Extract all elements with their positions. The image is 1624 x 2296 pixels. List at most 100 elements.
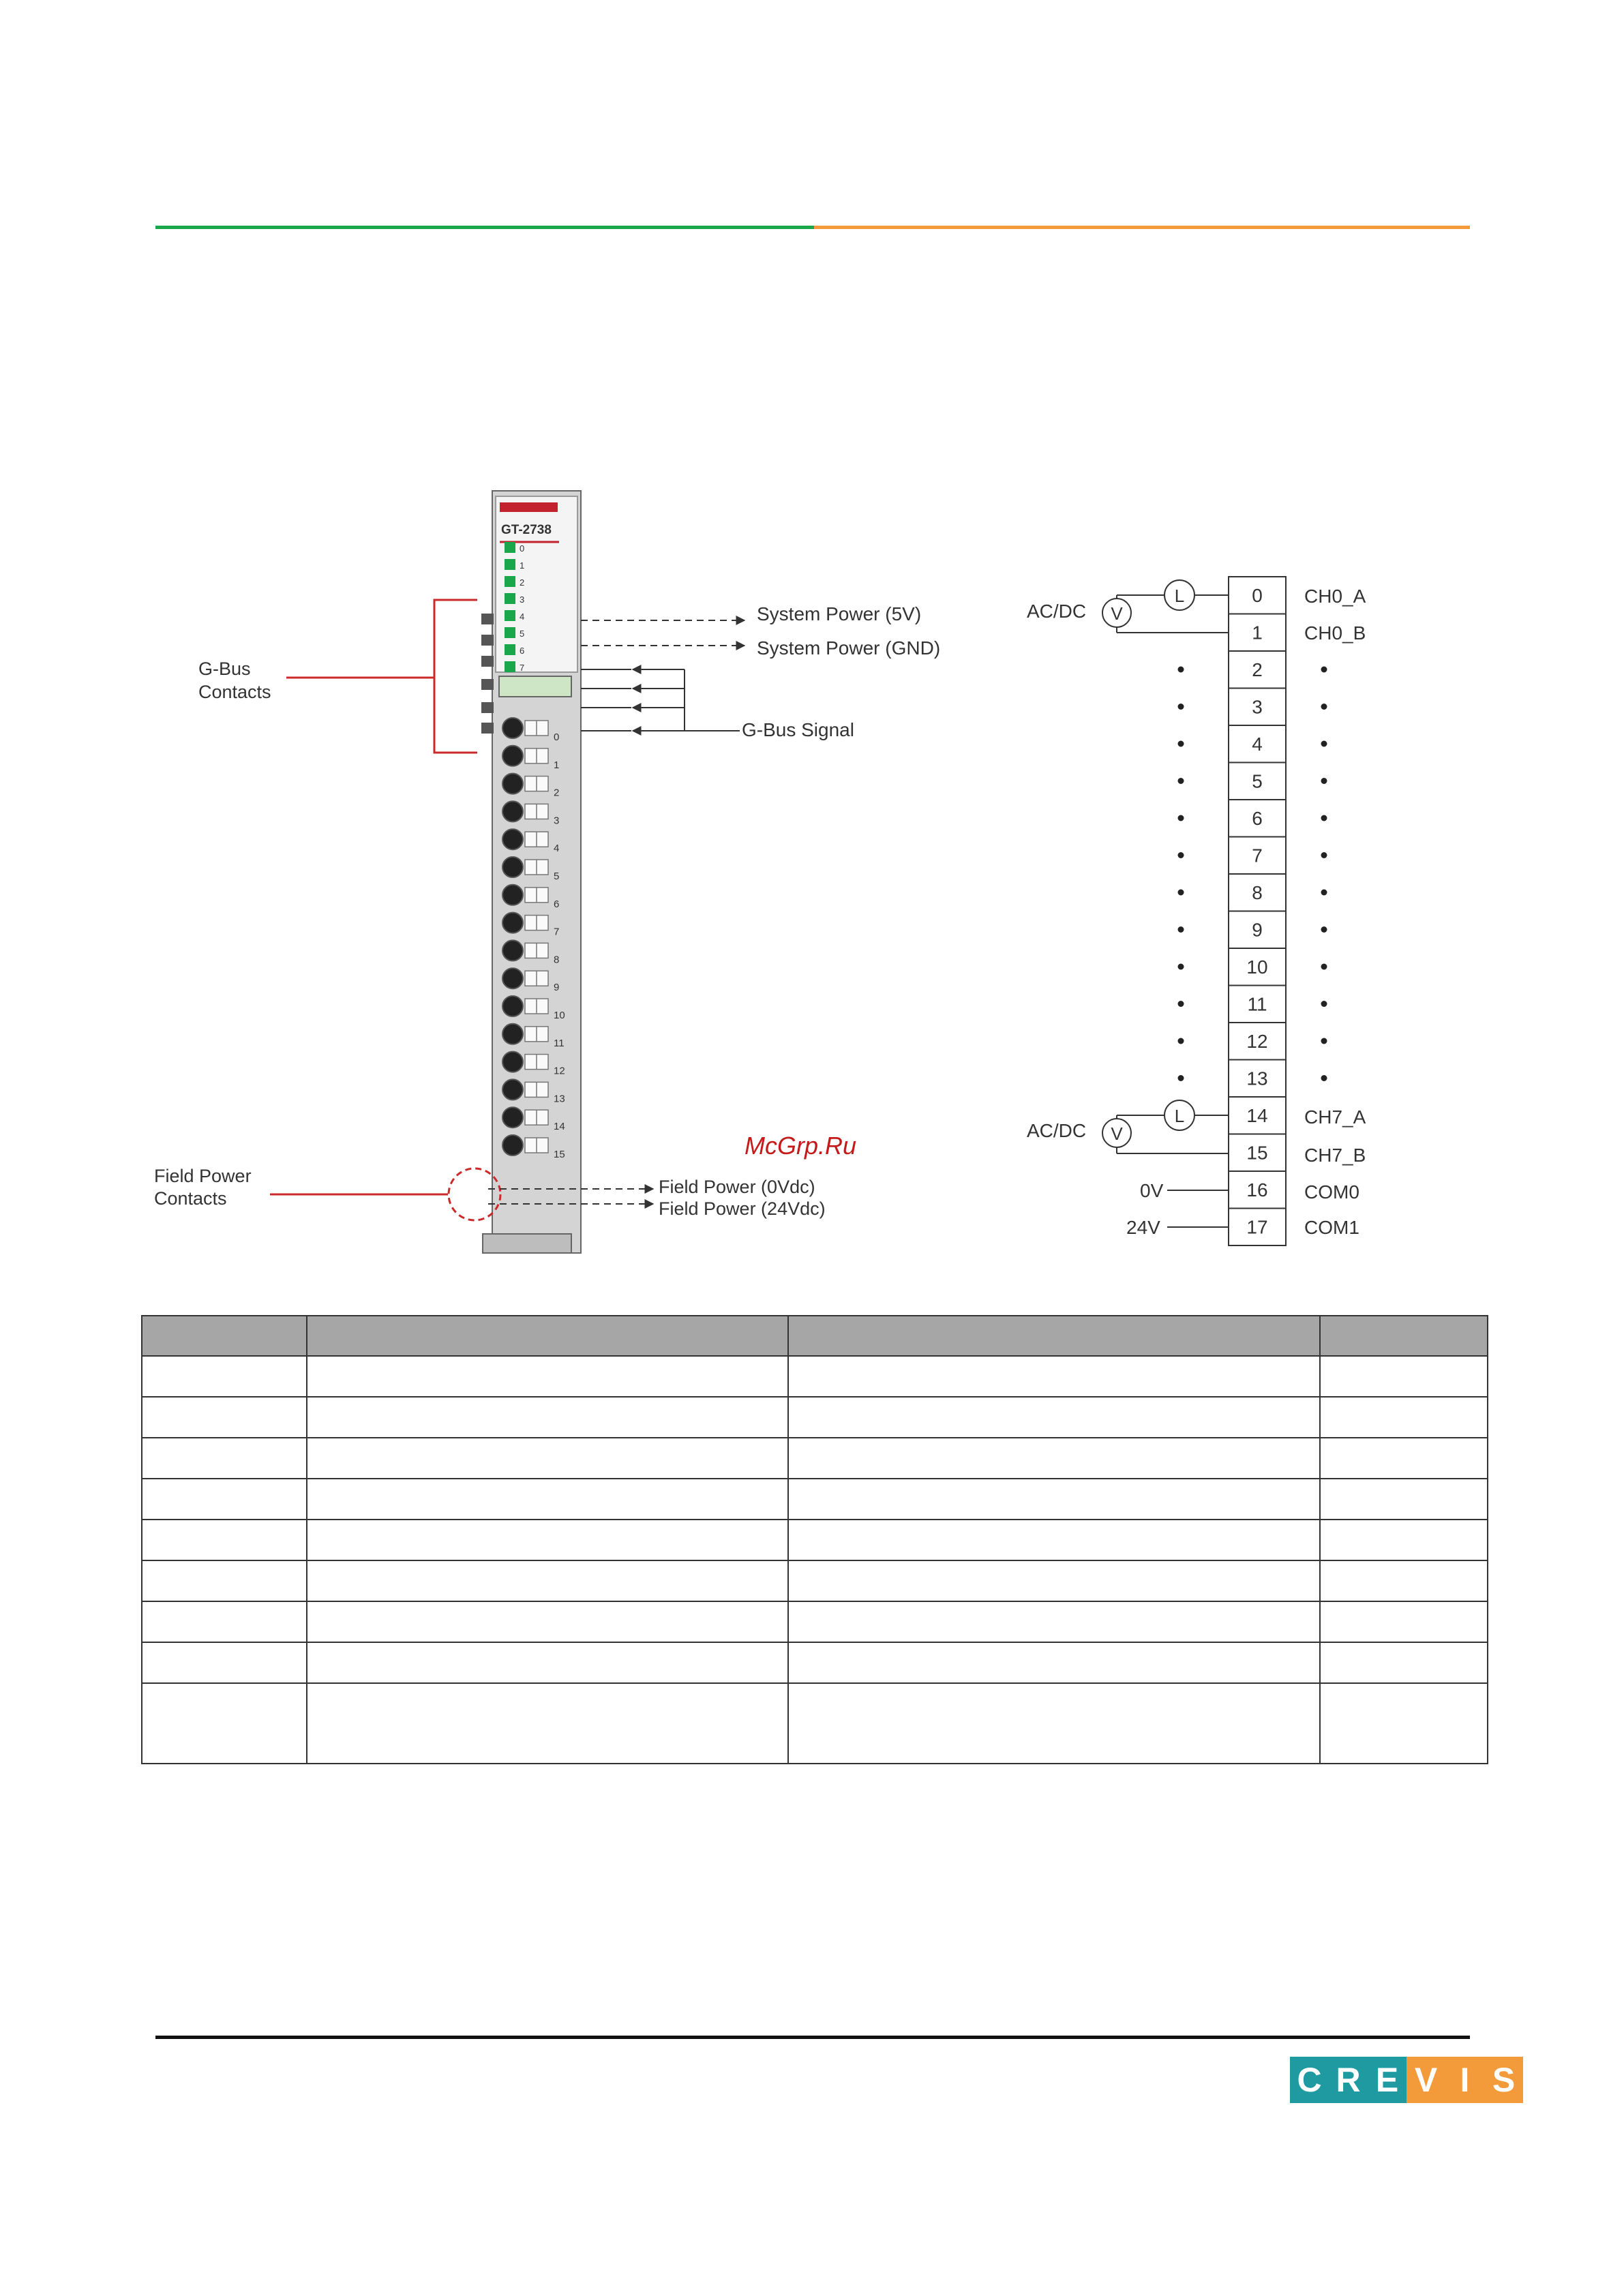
table-row — [141, 1478, 1488, 1520]
table-row — [141, 1437, 1488, 1479]
continuation-dot — [1177, 704, 1184, 710]
table-cell — [141, 1519, 307, 1561]
continuation-dot — [1177, 1038, 1184, 1044]
watermark: McGrp.Ru — [745, 1132, 857, 1160]
system-power-callout: System Power (5V) System Power (GND) — [581, 603, 940, 659]
continuation-dot — [1177, 1001, 1184, 1007]
continuation-dot — [1177, 740, 1184, 747]
continuation-dot — [1321, 740, 1327, 747]
zero-volt-label: 0V — [1140, 1180, 1164, 1201]
table-cell — [306, 1478, 789, 1520]
continuation-dot — [1177, 963, 1184, 970]
com1-label: COM1 — [1304, 1217, 1359, 1238]
wiring-terminal-number: 12 — [1246, 1031, 1267, 1052]
terminal-number: 9 — [554, 982, 559, 993]
field-power-contacts-label-2: Contacts — [154, 1188, 227, 1209]
table-cell — [787, 1355, 1321, 1398]
wiring-terminal-number: 9 — [1252, 920, 1263, 941]
table-row — [141, 1682, 1488, 1764]
voltmeter-label: V — [1111, 1123, 1123, 1144]
wiring-terminal-number: 0 — [1252, 585, 1263, 606]
terminal-number: 3 — [554, 815, 559, 826]
module-model-label: GT-2738 — [501, 523, 552, 537]
status-led — [505, 627, 515, 638]
wiring-terminal-cell — [1228, 1207, 1287, 1246]
wiring-terminal-cell — [1228, 650, 1287, 689]
table-row — [141, 1519, 1488, 1561]
terminal-screw — [502, 1051, 524, 1073]
terminal-number: 2 — [554, 787, 559, 799]
wiring-terminal-cell — [1228, 687, 1287, 726]
continuation-dot — [1321, 1075, 1327, 1081]
table-header-cell — [141, 1315, 307, 1357]
terminal-number: 1 — [554, 759, 559, 771]
table-cell — [141, 1642, 307, 1684]
wiring-terminal-number: 13 — [1246, 1068, 1267, 1089]
terminal-number: 12 — [554, 1066, 565, 1077]
logo-letter: R — [1329, 2057, 1368, 2103]
gbus-signal-label: G-Bus Signal — [742, 719, 854, 740]
wiring-terminal-cell — [1228, 576, 1287, 615]
system-power-5v-label: System Power (5V) — [757, 603, 921, 624]
continuation-dot — [1321, 1001, 1327, 1007]
terminal-screw — [502, 744, 524, 767]
terminal-screw — [502, 772, 524, 795]
gbus-contacts-label-1: G-Bus — [198, 659, 251, 679]
logo-letter: C — [1290, 2057, 1329, 2103]
crevis-logo: C R E V I S — [1290, 2057, 1523, 2103]
wiring-terminal-number: 6 — [1252, 808, 1263, 829]
status-led — [505, 644, 515, 655]
status-led — [505, 610, 515, 621]
wiring-terminal-cell — [1228, 984, 1287, 1023]
terminal-number: 14 — [554, 1121, 565, 1132]
wiring-terminal-number: 11 — [1247, 994, 1267, 1015]
table-cell — [1319, 1355, 1488, 1398]
status-led-label: 2 — [520, 577, 524, 588]
wiring-terminal-number: 1 — [1252, 622, 1263, 644]
terminal-screw — [502, 1134, 524, 1156]
terminal-screw — [502, 883, 524, 906]
wiring-terminal-number: 2 — [1252, 659, 1263, 680]
terminal-screw — [502, 939, 524, 962]
wiring-terminal-cell — [1228, 1059, 1287, 1098]
acdc-label: AC/DC — [1027, 601, 1086, 622]
terminal-number: 11 — [554, 1038, 565, 1049]
gbus-contact — [481, 614, 494, 624]
table-cell — [306, 1682, 789, 1764]
continuation-dot — [1177, 852, 1184, 858]
table-cell — [141, 1355, 307, 1398]
voltmeter-label: V — [1111, 603, 1123, 624]
spec-table — [141, 1315, 1488, 1764]
table-cell — [141, 1396, 307, 1438]
wiring-terminal-cell — [1228, 761, 1287, 800]
terminal-screw — [502, 911, 524, 934]
table-row — [141, 1560, 1488, 1602]
header-rule-orange — [814, 226, 1470, 229]
terminal-number: 7 — [554, 926, 559, 938]
table-cell — [141, 1601, 307, 1643]
wiring-terminal-number: 7 — [1252, 845, 1263, 866]
table-cell — [1319, 1682, 1488, 1764]
terminal-screw — [502, 856, 524, 878]
gbus-contacts-label-2: Contacts — [198, 682, 271, 702]
terminal-screw — [502, 967, 524, 990]
table-cell — [1319, 1560, 1488, 1602]
load-symbol-label: L — [1175, 1106, 1184, 1126]
wiring-terminal-cell — [1228, 725, 1287, 764]
continuation-dot — [1321, 963, 1327, 970]
terminal-number: 4 — [554, 843, 559, 854]
continuation-dot — [1177, 889, 1184, 896]
table-cell — [1319, 1601, 1488, 1643]
table-cell — [1319, 1437, 1488, 1479]
wiring-terminal-number: 3 — [1252, 697, 1263, 718]
com0-label: COM0 — [1304, 1181, 1359, 1203]
status-led — [505, 593, 515, 604]
gbus-contact — [481, 679, 494, 690]
terminal-number: 6 — [554, 898, 559, 910]
table-header-cell — [1319, 1315, 1488, 1357]
terminal-number: 0 — [554, 731, 559, 743]
status-led-label: 1 — [520, 560, 524, 571]
